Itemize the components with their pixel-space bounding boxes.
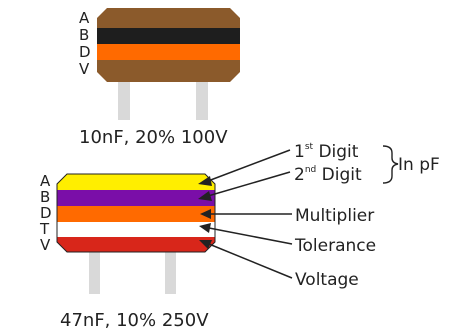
bottom-lead-left xyxy=(89,248,100,294)
arrowhead-first-digit xyxy=(198,176,212,186)
bottom-band-a xyxy=(57,174,215,190)
top-capacitor-label: 10nF, 20% 100V xyxy=(79,127,228,148)
label-voltage: Voltage xyxy=(295,270,359,290)
digit-brace xyxy=(382,145,399,184)
label-first-digit: 1st Digit xyxy=(294,142,359,162)
bottom-capacitor-label: 47nF, 10% 250V xyxy=(60,310,209,331)
leader-tolerance xyxy=(208,227,293,245)
label-second-digit: 2nd Digit xyxy=(294,165,362,185)
leader-lines xyxy=(198,149,293,279)
leader-voltage xyxy=(208,243,293,279)
bottom-band-letter-b: B xyxy=(40,188,50,206)
label-in-pf: In pF xyxy=(398,155,440,175)
arrowhead-voltage xyxy=(199,240,212,249)
first-digit-number: 1 xyxy=(294,142,305,162)
top-lead-right xyxy=(196,78,208,120)
arrowhead-second-digit xyxy=(198,191,212,201)
bottom-band-letter-d: D xyxy=(40,204,52,222)
label-tolerance: Tolerance xyxy=(294,236,376,256)
bottom-band-t xyxy=(57,222,215,237)
first-digit-suffix: st xyxy=(305,142,314,152)
bottom-lead-right xyxy=(165,248,176,294)
bottom-band-b xyxy=(57,190,215,206)
arrowhead-multiplier xyxy=(200,209,211,219)
bottom-capacitor: A B D T V 47nF, 10% 250V xyxy=(39,172,216,331)
leader-first-digit xyxy=(207,149,291,182)
second-digit-word: Digit xyxy=(316,165,362,185)
arrowhead-tolerance xyxy=(199,223,211,233)
top-band-letter-v: V xyxy=(79,60,90,78)
top-capacitor: A B D V 10nF, 20% 100V xyxy=(79,8,240,148)
top-band-b xyxy=(97,28,240,44)
top-band-d xyxy=(97,44,240,60)
top-band-letter-d: D xyxy=(79,43,91,61)
label-multiplier: Multiplier xyxy=(295,206,374,226)
bottom-band-d xyxy=(57,206,215,222)
bottom-band-v xyxy=(57,237,215,252)
legend: 1st Digit 2nd Digit In pF Multiplier Tol… xyxy=(294,142,440,290)
top-band-letter-a: A xyxy=(79,9,90,27)
bottom-band-letter-v: V xyxy=(40,236,51,254)
top-band-letter-b: B xyxy=(79,26,89,44)
bottom-band-letter-a: A xyxy=(40,172,51,190)
bottom-capacitor-bands xyxy=(57,174,215,252)
second-digit-suffix: nd xyxy=(305,165,316,175)
top-lead-left xyxy=(118,78,130,120)
bottom-band-letter-t: T xyxy=(39,220,50,238)
first-digit-word: Digit xyxy=(313,142,359,162)
leader-second-digit xyxy=(207,171,291,197)
second-digit-number: 2 xyxy=(294,165,305,185)
